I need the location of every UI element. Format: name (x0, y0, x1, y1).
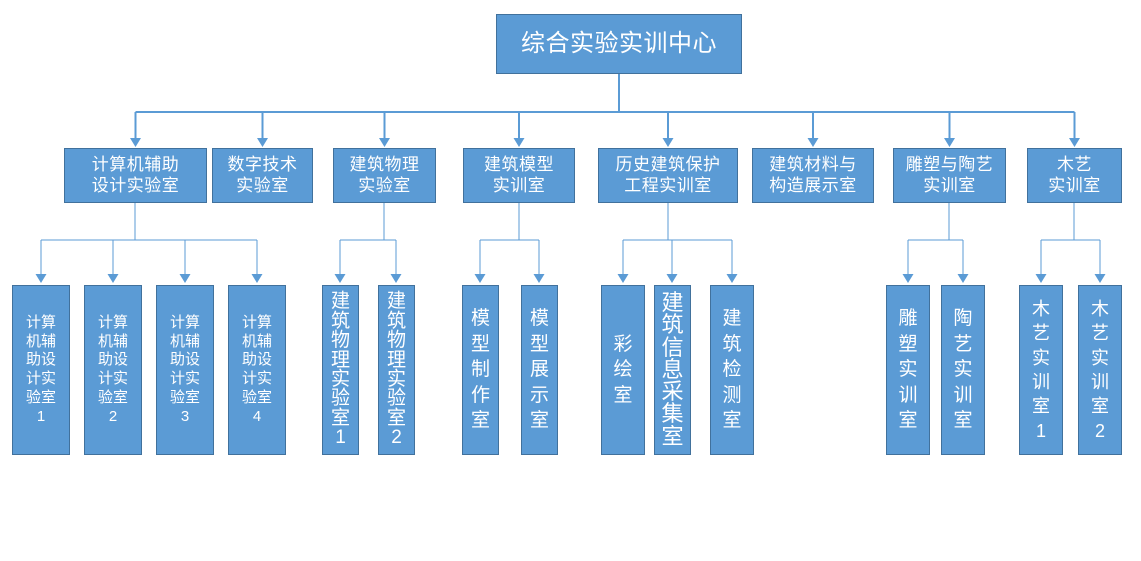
connector-arrowhead (1094, 274, 1106, 283)
leaf-node-10-label: 建 筑 信 息 采 集 室 (661, 290, 684, 449)
root-node[interactable]: 综合实验实训中心 (496, 14, 742, 74)
leaf-node-10[interactable]: 建 筑 信 息 采 集 室 (654, 285, 691, 455)
connector-arrowhead (957, 274, 969, 283)
leaf-node-12-label: 雕 塑 实 训 室 (898, 307, 918, 432)
level2-node-7-label: 雕塑与陶艺 实训室 (905, 155, 994, 195)
connector-arrowhead (1035, 274, 1047, 283)
leaf-node-11[interactable]: 建 筑 检 测 室 (710, 285, 754, 455)
leaf-node-11-label: 建 筑 检 测 室 (722, 307, 742, 432)
connector-arrowhead (902, 274, 914, 283)
leaf-node-3-label: 计算 机辅 助设 计实 验室 3 (169, 313, 200, 425)
leaf-node-6[interactable]: 建 筑 物 理 实 验 室 2 (378, 285, 415, 455)
connector-arrowhead (390, 274, 402, 283)
level2-node-4-label: 建筑模型 实训室 (484, 155, 554, 195)
leaf-node-4[interactable]: 计算 机辅 助设 计实 验室 4 (228, 285, 286, 455)
level2-node-6[interactable]: 建筑材料与 构造展示室 (752, 148, 874, 203)
connector-arrowhead (513, 138, 525, 147)
level2-node-3-label: 建筑物理 实验室 (349, 155, 420, 195)
connector-arrowhead (944, 138, 955, 147)
leaf-node-5[interactable]: 建 筑 物 理 实 验 室 1 (322, 285, 359, 455)
level2-node-6-label: 建筑材料与 构造展示室 (769, 155, 857, 195)
leaf-node-15-label: 木 艺 实 训 室 2 (1091, 299, 1109, 441)
leaf-node-1-label: 计算 机辅 助设 计实 验室 1 (25, 313, 56, 425)
level2-node-3[interactable]: 建筑物理 实验室 (333, 148, 436, 203)
connector-arrowhead (179, 274, 191, 283)
leaf-node-9-label: 彩 绘 室 (613, 333, 633, 406)
leaf-node-5-label: 建 筑 物 理 实 验 室 1 (330, 291, 351, 449)
root-node-label: 综合实验实训中心 (521, 29, 717, 57)
leaf-node-8[interactable]: 模 型 展 示 室 (521, 285, 558, 455)
level2-node-5[interactable]: 历史建筑保护 工程实训室 (598, 148, 738, 203)
connector-arrowhead (726, 274, 738, 283)
connector-arrowhead (251, 274, 263, 283)
leaf-node-7[interactable]: 模 型 制 作 室 (462, 285, 499, 455)
connector-arrowhead (334, 274, 346, 283)
level2-node-1-label: 计算机辅助 设计实验室 (91, 155, 180, 195)
leaf-node-6-label: 建 筑 物 理 实 验 室 2 (386, 291, 407, 449)
connector-arrowhead (666, 274, 678, 283)
connector-arrowhead (662, 138, 674, 147)
level2-node-2[interactable]: 数字技术 实验室 (212, 148, 313, 203)
leaf-node-1[interactable]: 计算 机辅 助设 计实 验室 1 (12, 285, 70, 455)
connector-arrowhead (35, 274, 47, 283)
connector-arrowhead (130, 138, 141, 147)
leaf-node-3[interactable]: 计算 机辅 助设 计实 验室 3 (156, 285, 214, 455)
connector-arrowhead (257, 138, 268, 147)
leaf-node-2[interactable]: 计算 机辅 助设 计实 验室 2 (84, 285, 142, 455)
level2-node-4[interactable]: 建筑模型 实训室 (463, 148, 575, 203)
leaf-node-13-label: 陶 艺 实 训 室 (953, 307, 973, 432)
connector-arrowhead (107, 274, 119, 283)
connector-arrowhead (474, 274, 486, 283)
leaf-node-14[interactable]: 木 艺 实 训 室 1 (1019, 285, 1063, 455)
level2-node-8-label: 木艺 实训室 (1048, 155, 1101, 195)
leaf-node-12[interactable]: 雕 塑 实 训 室 (886, 285, 930, 455)
leaf-node-7-label: 模 型 制 作 室 (470, 307, 490, 432)
leaf-node-9[interactable]: 彩 绘 室 (601, 285, 645, 455)
level2-node-1[interactable]: 计算机辅助 设计实验室 (64, 148, 207, 203)
level2-node-8[interactable]: 木艺 实训室 (1027, 148, 1122, 203)
connector-arrowhead (807, 138, 819, 147)
leaf-node-15[interactable]: 木 艺 实 训 室 2 (1078, 285, 1122, 455)
level2-node-7[interactable]: 雕塑与陶艺 实训室 (893, 148, 1006, 203)
leaf-node-13[interactable]: 陶 艺 实 训 室 (941, 285, 985, 455)
connector-arrowhead (617, 274, 629, 283)
leaf-node-4-label: 计算 机辅 助设 计实 验室 4 (241, 313, 272, 425)
leaf-node-2-label: 计算 机辅 助设 计实 验室 2 (97, 313, 128, 425)
leaf-node-14-label: 木 艺 实 训 室 1 (1032, 299, 1050, 441)
connector-arrowhead (379, 138, 390, 147)
level2-node-5-label: 历史建筑保护 工程实训室 (615, 155, 721, 195)
connector-arrowhead (533, 274, 545, 283)
leaf-node-8-label: 模 型 展 示 室 (529, 307, 549, 432)
level2-node-2-label: 数字技术 实验室 (227, 155, 298, 195)
connector-arrowhead (1069, 138, 1080, 147)
